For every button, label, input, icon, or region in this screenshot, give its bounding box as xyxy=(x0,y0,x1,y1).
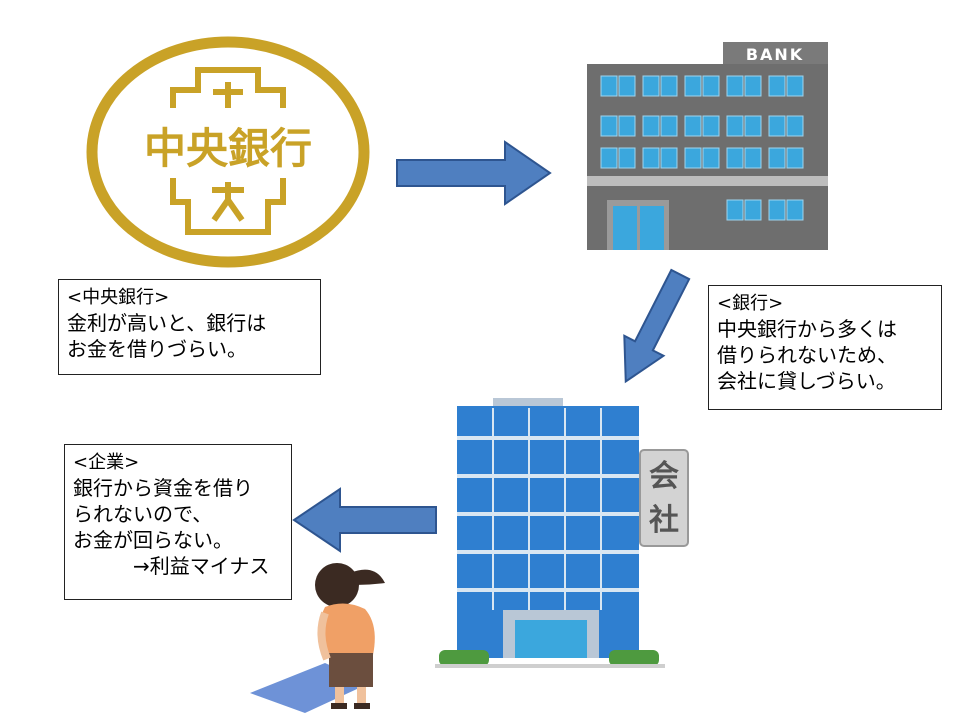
arrow-to-enterprise xyxy=(292,487,437,553)
company-sign-char-1: 会 xyxy=(649,459,679,494)
bank-window xyxy=(768,115,786,137)
bank-window xyxy=(786,199,804,221)
bank-window xyxy=(660,147,678,169)
bank-window xyxy=(642,115,660,137)
bank-window xyxy=(600,147,618,169)
bank-window xyxy=(642,147,660,169)
enterprise-line-3: お金が回らない。 xyxy=(73,528,233,552)
enterprise-line-1: 銀行から資金を借り xyxy=(73,476,253,500)
sad-worker-figure xyxy=(250,563,385,713)
bank-window xyxy=(726,199,744,221)
enterprise-textbox: <企業> 銀行から資金を借り られないので、 お金が回らない。 →利益マイナス xyxy=(64,444,292,600)
bank-window xyxy=(768,199,786,221)
bank-line-3: 会社に貸しづらい。 xyxy=(717,369,896,393)
central-bank-line-2: お金を借りづらい。 xyxy=(67,337,247,361)
bank-window xyxy=(744,75,762,97)
company-sign-char-2: 社 xyxy=(649,503,679,538)
bank-textbox: <銀行> 中央銀行から多くは 借りられないため、 会社に貸しづらい。 xyxy=(708,285,942,410)
bank-window xyxy=(684,75,702,97)
bank-window xyxy=(618,75,636,97)
bank-window xyxy=(726,75,744,97)
bank-window xyxy=(744,199,762,221)
bank-window xyxy=(660,75,678,97)
bank-window xyxy=(744,115,762,137)
enterprise-line-2: られないので、 xyxy=(73,502,213,526)
bank-window xyxy=(684,115,702,137)
bank-window xyxy=(768,147,786,169)
central-bank-header: <中央銀行> xyxy=(67,287,170,308)
arrow-to-bank xyxy=(396,140,552,206)
bank-window xyxy=(618,115,636,137)
enterprise-header: <企業> xyxy=(73,452,140,473)
bank-window xyxy=(702,147,720,169)
bank-window xyxy=(744,147,762,169)
bank-window xyxy=(600,115,618,137)
bank-window xyxy=(726,115,744,137)
arrow-to-company xyxy=(623,268,691,384)
bank-window xyxy=(768,75,786,97)
bank-window xyxy=(600,75,618,97)
central-bank-emblem-text: 中央銀行 xyxy=(144,124,312,173)
bank-window xyxy=(660,115,678,137)
bank-window xyxy=(702,115,720,137)
central-bank-line-1: 金利が高いと、銀行は xyxy=(67,311,267,335)
bank-window xyxy=(726,147,744,169)
company-building: 会 社 xyxy=(435,398,689,668)
central-bank-emblem: 中央銀行 xyxy=(86,36,370,268)
bank-line-1: 中央銀行から多くは xyxy=(717,317,897,341)
bank-window xyxy=(786,115,804,137)
bank-header: <銀行> xyxy=(717,293,784,314)
bank-window xyxy=(786,147,804,169)
bank-window xyxy=(642,75,660,97)
bank-window xyxy=(618,147,636,169)
bank-sign: BANK xyxy=(746,45,804,64)
bank-line-2: 借りられないため、 xyxy=(717,343,897,367)
bank-building: BANK xyxy=(587,42,828,250)
bank-window xyxy=(702,75,720,97)
bank-window xyxy=(786,75,804,97)
enterprise-line-4: →利益マイナス xyxy=(133,554,270,578)
bank-window xyxy=(684,147,702,169)
central-bank-textbox: <中央銀行> 金利が高いと、銀行は お金を借りづらい。 xyxy=(58,279,321,375)
